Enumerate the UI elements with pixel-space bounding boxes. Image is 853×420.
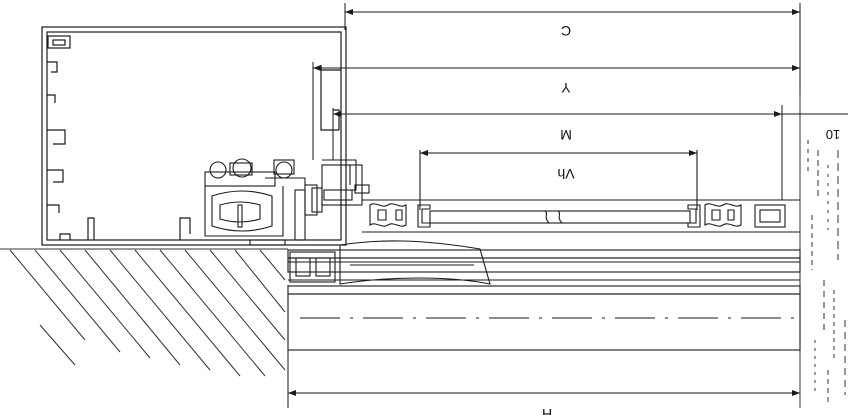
dimension-label-m: M — [560, 127, 572, 143]
dimension-label-vh: Vh — [557, 166, 574, 182]
housing-box — [41, 26, 347, 246]
floor-track — [287, 240, 801, 351]
dimension-label-h: H — [542, 406, 552, 415]
dimension-label-c: C — [561, 23, 571, 39]
dimension-label-offset: 10 — [826, 127, 840, 142]
ground-hatch — [0, 248, 288, 377]
dimension-label-y: Y — [561, 80, 571, 96]
roller-assembly — [204, 158, 353, 246]
door-panel — [321, 150, 800, 233]
wall-hatch — [799, 95, 846, 408]
dimension-lines — [287, 3, 848, 408]
